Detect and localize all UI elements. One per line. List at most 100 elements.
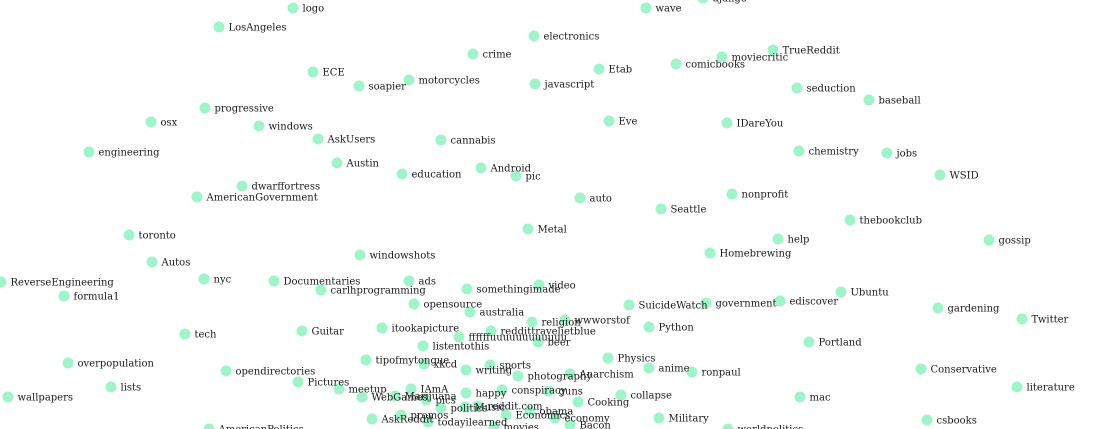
node-dot <box>512 370 524 382</box>
node-label: Military <box>669 414 710 425</box>
node-label: engineering <box>99 148 161 159</box>
node-dot <box>312 133 324 145</box>
node-label: chemistry <box>809 147 860 158</box>
node-dot <box>983 234 995 246</box>
node-dot <box>615 389 627 401</box>
node-dot <box>83 146 95 158</box>
node-dot <box>418 358 430 370</box>
node-label: Marijuana <box>405 392 457 403</box>
node-label: Twitter <box>1032 315 1069 326</box>
node-dot <box>331 157 343 169</box>
node-dot <box>721 117 733 129</box>
node-dot <box>253 120 265 132</box>
node-label: wave <box>656 4 682 15</box>
node-label: Eve <box>619 117 638 128</box>
node-dot <box>292 376 304 388</box>
node-dot <box>459 401 471 413</box>
node-dot <box>435 402 447 414</box>
node-label: tipofmytongue <box>376 356 450 367</box>
node-dot <box>488 421 500 429</box>
node-label: pic <box>526 172 542 183</box>
node-label: Cooking <box>588 398 630 409</box>
node-dot <box>1011 381 1023 393</box>
node-dot <box>485 325 497 337</box>
node-label: education <box>412 170 463 181</box>
node-dot <box>62 357 74 369</box>
node-label: somethingimade <box>477 285 561 296</box>
node-dot <box>593 63 605 75</box>
node-label: promos <box>411 411 449 422</box>
node-label: itookapicture <box>392 324 460 335</box>
node-label: carlhprogramming <box>331 286 427 297</box>
node-dot <box>564 419 576 429</box>
node-label: WebGames <box>372 393 428 404</box>
node-dot <box>533 279 545 291</box>
node-dot <box>774 295 786 307</box>
node-dot <box>146 256 158 268</box>
node-label: moviecritic <box>732 53 789 64</box>
node-label: motorcycles <box>419 76 480 87</box>
node-dot <box>526 316 538 328</box>
node-dot <box>105 381 117 393</box>
node-label: meetup <box>349 385 387 396</box>
node-dot <box>697 0 709 4</box>
node-dot <box>1016 313 1028 325</box>
node-dot <box>670 58 682 70</box>
node-dot <box>467 48 479 60</box>
node-label: worldpolitics <box>738 425 804 429</box>
node-dot <box>354 249 366 261</box>
node-label: IAmA <box>421 385 450 396</box>
node-dot <box>58 290 70 302</box>
node-dot <box>704 247 716 259</box>
node-label: baseball <box>879 96 921 107</box>
node-label: wwworstof <box>575 316 632 327</box>
node-label: logo <box>303 4 325 15</box>
node-label: conspiracy <box>512 386 567 397</box>
node-dot <box>510 170 522 182</box>
node-dot <box>716 51 728 63</box>
node-dot <box>191 191 203 203</box>
node-label: sports <box>500 361 531 372</box>
node-label: collapse <box>631 391 673 402</box>
node-label: obama <box>540 407 574 418</box>
node-label: tech <box>195 330 218 341</box>
node-dot <box>461 283 473 295</box>
node-dot <box>532 336 544 348</box>
node-label: Homebrewing <box>720 249 792 260</box>
node-label: pics <box>436 396 456 407</box>
node-label: gardening <box>948 304 1001 315</box>
node-dot <box>376 322 388 334</box>
node-dot <box>500 409 512 421</box>
node-dot <box>915 363 927 375</box>
node-dot <box>315 284 327 296</box>
node-dot <box>844 214 856 226</box>
node-label: guns <box>559 387 583 398</box>
node-label: javascript <box>544 80 595 91</box>
node-dot <box>472 400 484 412</box>
node-label: toronto <box>139 231 176 242</box>
node-label: beer <box>548 338 571 349</box>
node-label: australia <box>480 308 525 319</box>
node-dot <box>422 416 434 428</box>
node-dot <box>0 276 7 288</box>
node-label: anime <box>659 364 690 375</box>
node-dot <box>179 328 191 340</box>
node-label: Documentaries <box>284 277 361 288</box>
node-label: writing <box>476 366 513 377</box>
node-label: Pictures <box>308 378 350 389</box>
node-label: Guitar <box>312 327 345 338</box>
node-label: django <box>713 0 747 5</box>
node-label: SuicideWatch <box>639 301 709 312</box>
node-dot <box>420 394 432 406</box>
node-dot <box>564 368 576 380</box>
node-dot <box>199 102 211 114</box>
node-dot <box>236 180 248 192</box>
node-dot <box>623 299 635 311</box>
node-dot <box>559 314 571 326</box>
node-dot <box>475 162 487 174</box>
node-label: Portland <box>819 338 863 349</box>
node-label: religion <box>542 318 582 329</box>
node-dot <box>793 145 805 157</box>
node-label: Android <box>490 164 532 175</box>
